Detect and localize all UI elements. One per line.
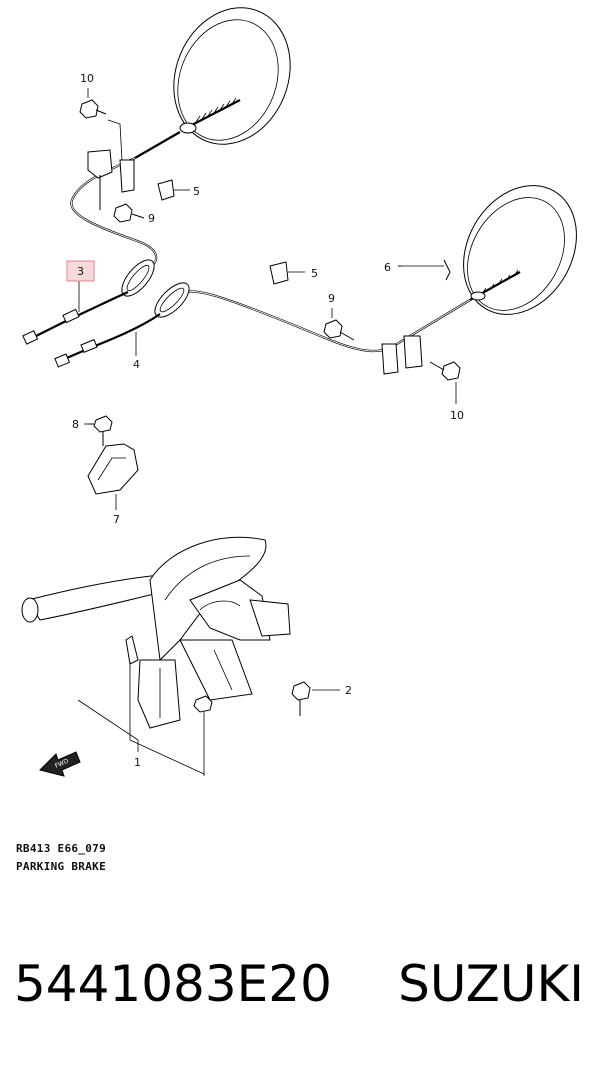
bolt-part-8 xyxy=(84,415,113,446)
cable-end-upper xyxy=(134,97,241,159)
part-number: 5441083E20 xyxy=(14,955,332,1013)
cable-bracket-right xyxy=(381,335,423,375)
callout-5-upper: 5 xyxy=(193,185,200,198)
parking-brake-lever-part-1 xyxy=(21,536,291,775)
diagram-code: RB413 E66_079 xyxy=(16,842,106,855)
clip-part-5-lower xyxy=(269,261,305,285)
callout-6: 6 xyxy=(384,261,391,274)
callout-9-upper: 9 xyxy=(148,212,155,225)
callout-9-right: 9 xyxy=(328,292,335,305)
parking-brake-exploded-diagram: FWD 1 2 3 4 5 5 6 7 8 9 9 10 10 xyxy=(21,7,577,777)
cable-part-4 xyxy=(54,269,521,368)
callout-8: 8 xyxy=(72,418,79,431)
cable-part-3 xyxy=(22,157,158,345)
cable-bracket-upper xyxy=(87,149,135,210)
callout-4: 4 xyxy=(133,358,140,371)
leader-lines xyxy=(78,265,402,425)
mount-bracket-part-7 xyxy=(87,443,139,510)
bolt-part-10-upper xyxy=(79,88,123,161)
callout-10-upper: 10 xyxy=(80,72,94,85)
callout-1: 1 xyxy=(134,756,141,769)
footer: 5441083E20 SUZUKI xyxy=(0,955,600,1025)
bolt-part-2 xyxy=(291,681,340,716)
brake-drum-right xyxy=(463,185,577,315)
brake-drum-upper xyxy=(173,7,291,145)
clip-part-5-upper xyxy=(157,179,190,201)
spring-clip-part-6 xyxy=(398,259,451,281)
bolt-part-10-right xyxy=(429,361,461,404)
callout-10-right: 10 xyxy=(450,409,464,422)
callout-3: 3 xyxy=(77,265,84,278)
forward-direction-arrow: FWD xyxy=(39,751,81,777)
callout-2: 2 xyxy=(345,684,352,697)
callout-highlight-3 xyxy=(66,260,95,282)
brand-name: SUZUKI xyxy=(398,955,584,1013)
diagram-title: PARKING BRAKE xyxy=(16,860,106,873)
bolt-part-9-right xyxy=(323,308,355,341)
bolt-part-9-upper xyxy=(113,203,145,223)
callout-5-lower: 5 xyxy=(311,267,318,280)
callout-7: 7 xyxy=(113,513,120,526)
bolt-part-lever-mount xyxy=(193,695,213,776)
